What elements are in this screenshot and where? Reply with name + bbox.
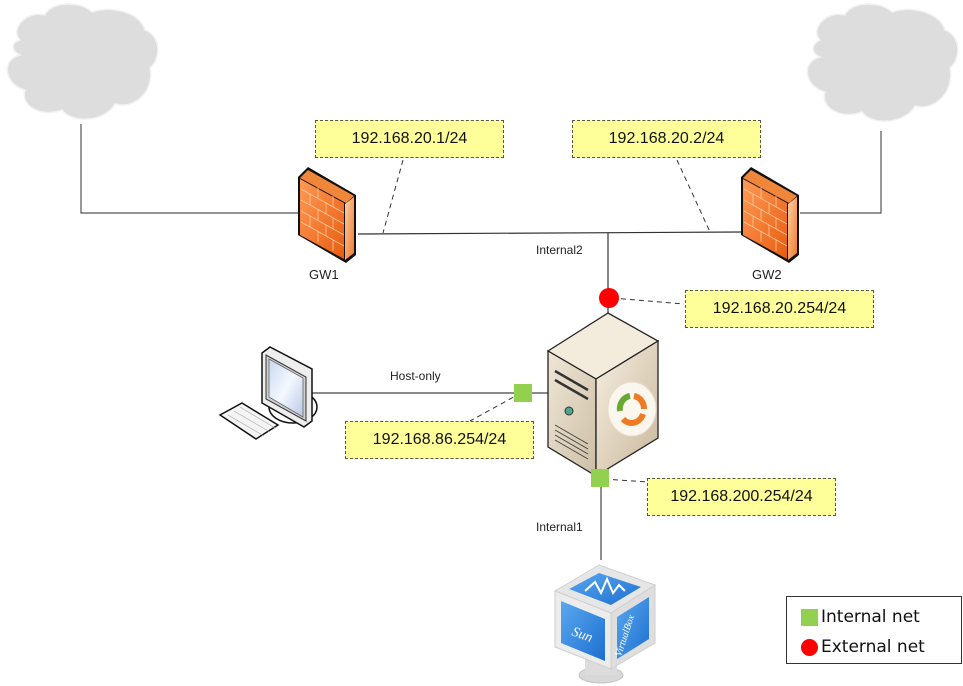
link-cloud-left-gw1 — [80, 124, 298, 214]
external-net-circle-icon — [801, 638, 818, 656]
link-internal2-bus — [357, 231, 742, 235]
ip-label-router-internal2: 192.168.20.254/24 — [685, 290, 874, 328]
internal-net-square-icon — [801, 608, 818, 626]
virtualbox-vm-icon[interactable]: Sun VirtualBox — [553, 564, 657, 684]
legend-item-internal: Internal net — [801, 607, 920, 627]
ip-label-router-internal1: 192.168.200.254/24 — [647, 478, 836, 516]
legend-item-external: External net — [801, 637, 925, 657]
port-internal2-external — [599, 288, 619, 308]
network-label-internal2: Internal2 — [536, 243, 583, 257]
legend-external-label: External net — [821, 637, 925, 657]
network-label-host-only: Host-only — [390, 369, 441, 383]
port-host-only-internal — [514, 384, 532, 402]
leader-router-internal1 — [603, 478, 649, 483]
leader-router-host-only — [469, 392, 522, 422]
port-internal1-internal — [591, 469, 609, 487]
firewall-gw1-icon[interactable] — [298, 167, 356, 263]
gw2-label: GW2 — [752, 267, 782, 282]
ip-label-router-host-only: 192.168.86.254/24 — [345, 421, 534, 459]
ip-label-gw1: 192.168.20.1/24 — [315, 120, 504, 158]
leader-router-internal2 — [611, 297, 685, 305]
gw1-label: GW1 — [309, 267, 339, 282]
router-server-icon[interactable] — [546, 312, 660, 478]
legend: Internal net External net — [786, 596, 962, 664]
vm-sun-label: Sun — [570, 625, 595, 646]
leader-gw1 — [382, 159, 404, 234]
workstation-icon[interactable] — [218, 346, 318, 440]
leader-lines — [382, 159, 711, 483]
link-cloud-right-gw2 — [800, 131, 882, 214]
ip-label-gw2: 192.168.20.2/24 — [572, 120, 761, 158]
server-logo-icon — [616, 393, 648, 426]
firewall-gw2-icon[interactable] — [741, 167, 799, 263]
network-label-internal1: Internal1 — [536, 520, 583, 534]
cloud-left-icon — [6, 3, 159, 120]
cloud-right-icon — [806, 3, 959, 122]
legend-internal-label: Internal net — [821, 607, 920, 627]
leader-gw2 — [676, 159, 711, 233]
